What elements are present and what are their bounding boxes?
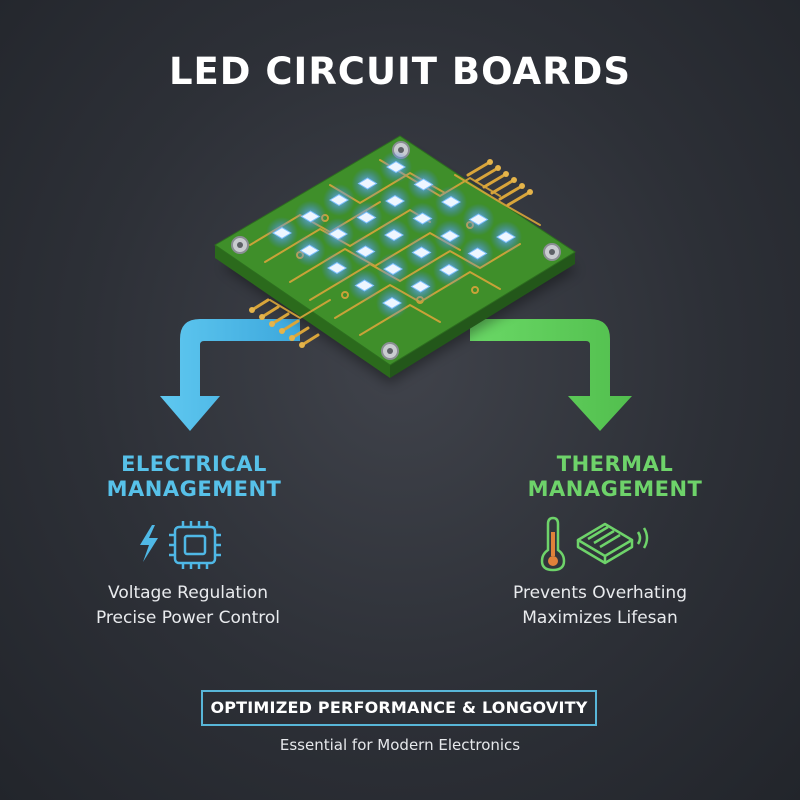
led-chip [356, 211, 377, 224]
led-chip [410, 280, 431, 293]
electrical-arrow [160, 319, 300, 431]
led-chip [467, 247, 488, 260]
led-chip [382, 297, 402, 309]
led-array [266, 151, 522, 319]
led-chip [328, 228, 348, 240]
heatsink-icon [576, 522, 649, 565]
led-chip [412, 212, 433, 225]
led-chip [299, 244, 320, 257]
footer-subtitle: Essential for Modern Electronics [279, 736, 521, 754]
led-chip [468, 213, 489, 226]
led-chip [272, 227, 292, 239]
electrical-heading-line2: MANAGEMENT [106, 477, 282, 501]
page-title: LED CIRCUIT BOARDS [168, 50, 632, 93]
microchip-icon [169, 521, 221, 569]
performance-banner: OPTIMIZED PERFORMANCE & LONGOVITY [201, 690, 597, 726]
thermal-heading-line2: MANAGEMENT [527, 477, 703, 501]
led-chip [354, 279, 375, 292]
led-chip [383, 263, 403, 275]
led-chip [441, 196, 461, 208]
thermal-arrow [470, 319, 632, 431]
led-chip [327, 262, 347, 274]
electrical-item-1: Voltage Regulation [108, 583, 268, 603]
led-chip [411, 246, 432, 259]
led-chip [300, 210, 321, 223]
electrical-heading: ELECTRICAL MANAGEMENT [44, 452, 344, 502]
led-chip [357, 177, 378, 190]
electrical-description: Voltage Regulation Precise Power Control [38, 581, 338, 631]
led-chip [384, 229, 404, 241]
led-chip [385, 195, 405, 207]
led-chip [355, 245, 376, 258]
thermal-item-2: Maximizes Lifesan [522, 608, 678, 628]
led-chip [440, 230, 460, 242]
thermal-description: Prevents Overhating Maximizes Lifesan [450, 581, 750, 631]
led-chip [386, 161, 406, 173]
thermometer-icon [540, 516, 566, 572]
lightning-bolt-icon [140, 525, 158, 562]
pcb-board [214, 135, 577, 384]
thermal-management-section: THERMAL MANAGEMENT [465, 452, 765, 502]
led-chip [496, 231, 516, 243]
electrical-heading-line1: ELECTRICAL [121, 452, 267, 476]
thermal-heading: THERMAL MANAGEMENT [465, 452, 765, 502]
led-chip [329, 194, 349, 206]
led-chip [413, 178, 434, 191]
electrical-management-section: ELECTRICAL MANAGEMENT [44, 452, 344, 502]
led-chip [439, 264, 459, 276]
electrical-item-2: Precise Power Control [95, 608, 281, 628]
thermal-item-1: Prevents Overhating [513, 583, 687, 603]
thermal-heading-line1: THERMAL [556, 452, 674, 476]
